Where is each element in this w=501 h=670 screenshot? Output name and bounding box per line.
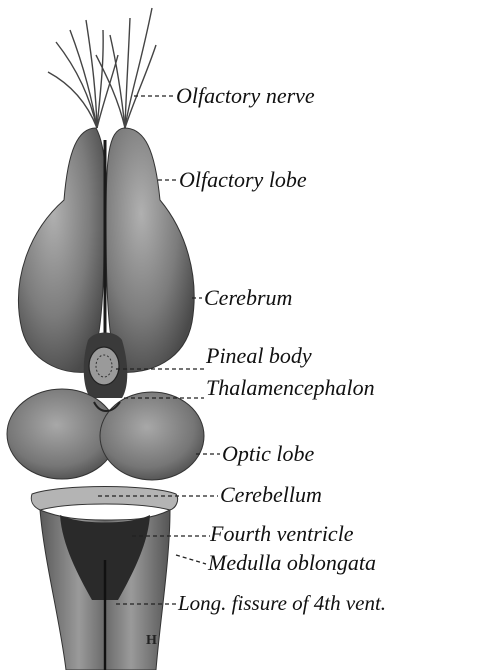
label-cerebellum: Cerebellum [220, 482, 322, 507]
label-thalamencephalon: Thalamencephalon [206, 375, 375, 400]
label-cerebrum: Cerebrum [204, 285, 292, 310]
cerebral-hemisphere-left [18, 128, 105, 372]
olfactory-nerve-left [48, 20, 118, 128]
label-pineal-body: Pineal body [205, 343, 312, 368]
label-olfactory-nerve: Olfactory nerve [176, 83, 315, 108]
artist-signature: H [146, 633, 157, 648]
olfactory-nerve-right [96, 8, 156, 128]
label-olfactory-lobe: Olfactory lobe [179, 167, 307, 192]
label-fourth-ventricle: Fourth ventricle [209, 521, 354, 546]
optic-lobe-right [100, 392, 204, 480]
cerebral-hemisphere-right [106, 128, 194, 372]
label-medulla-oblongata: Medulla oblongata [207, 550, 376, 575]
label-optic-lobe: Optic lobe [222, 441, 314, 466]
cerebellum [31, 487, 177, 511]
pineal-body [89, 347, 119, 385]
label-long-fissure: Long. fissure of 4th vent. [177, 591, 386, 615]
